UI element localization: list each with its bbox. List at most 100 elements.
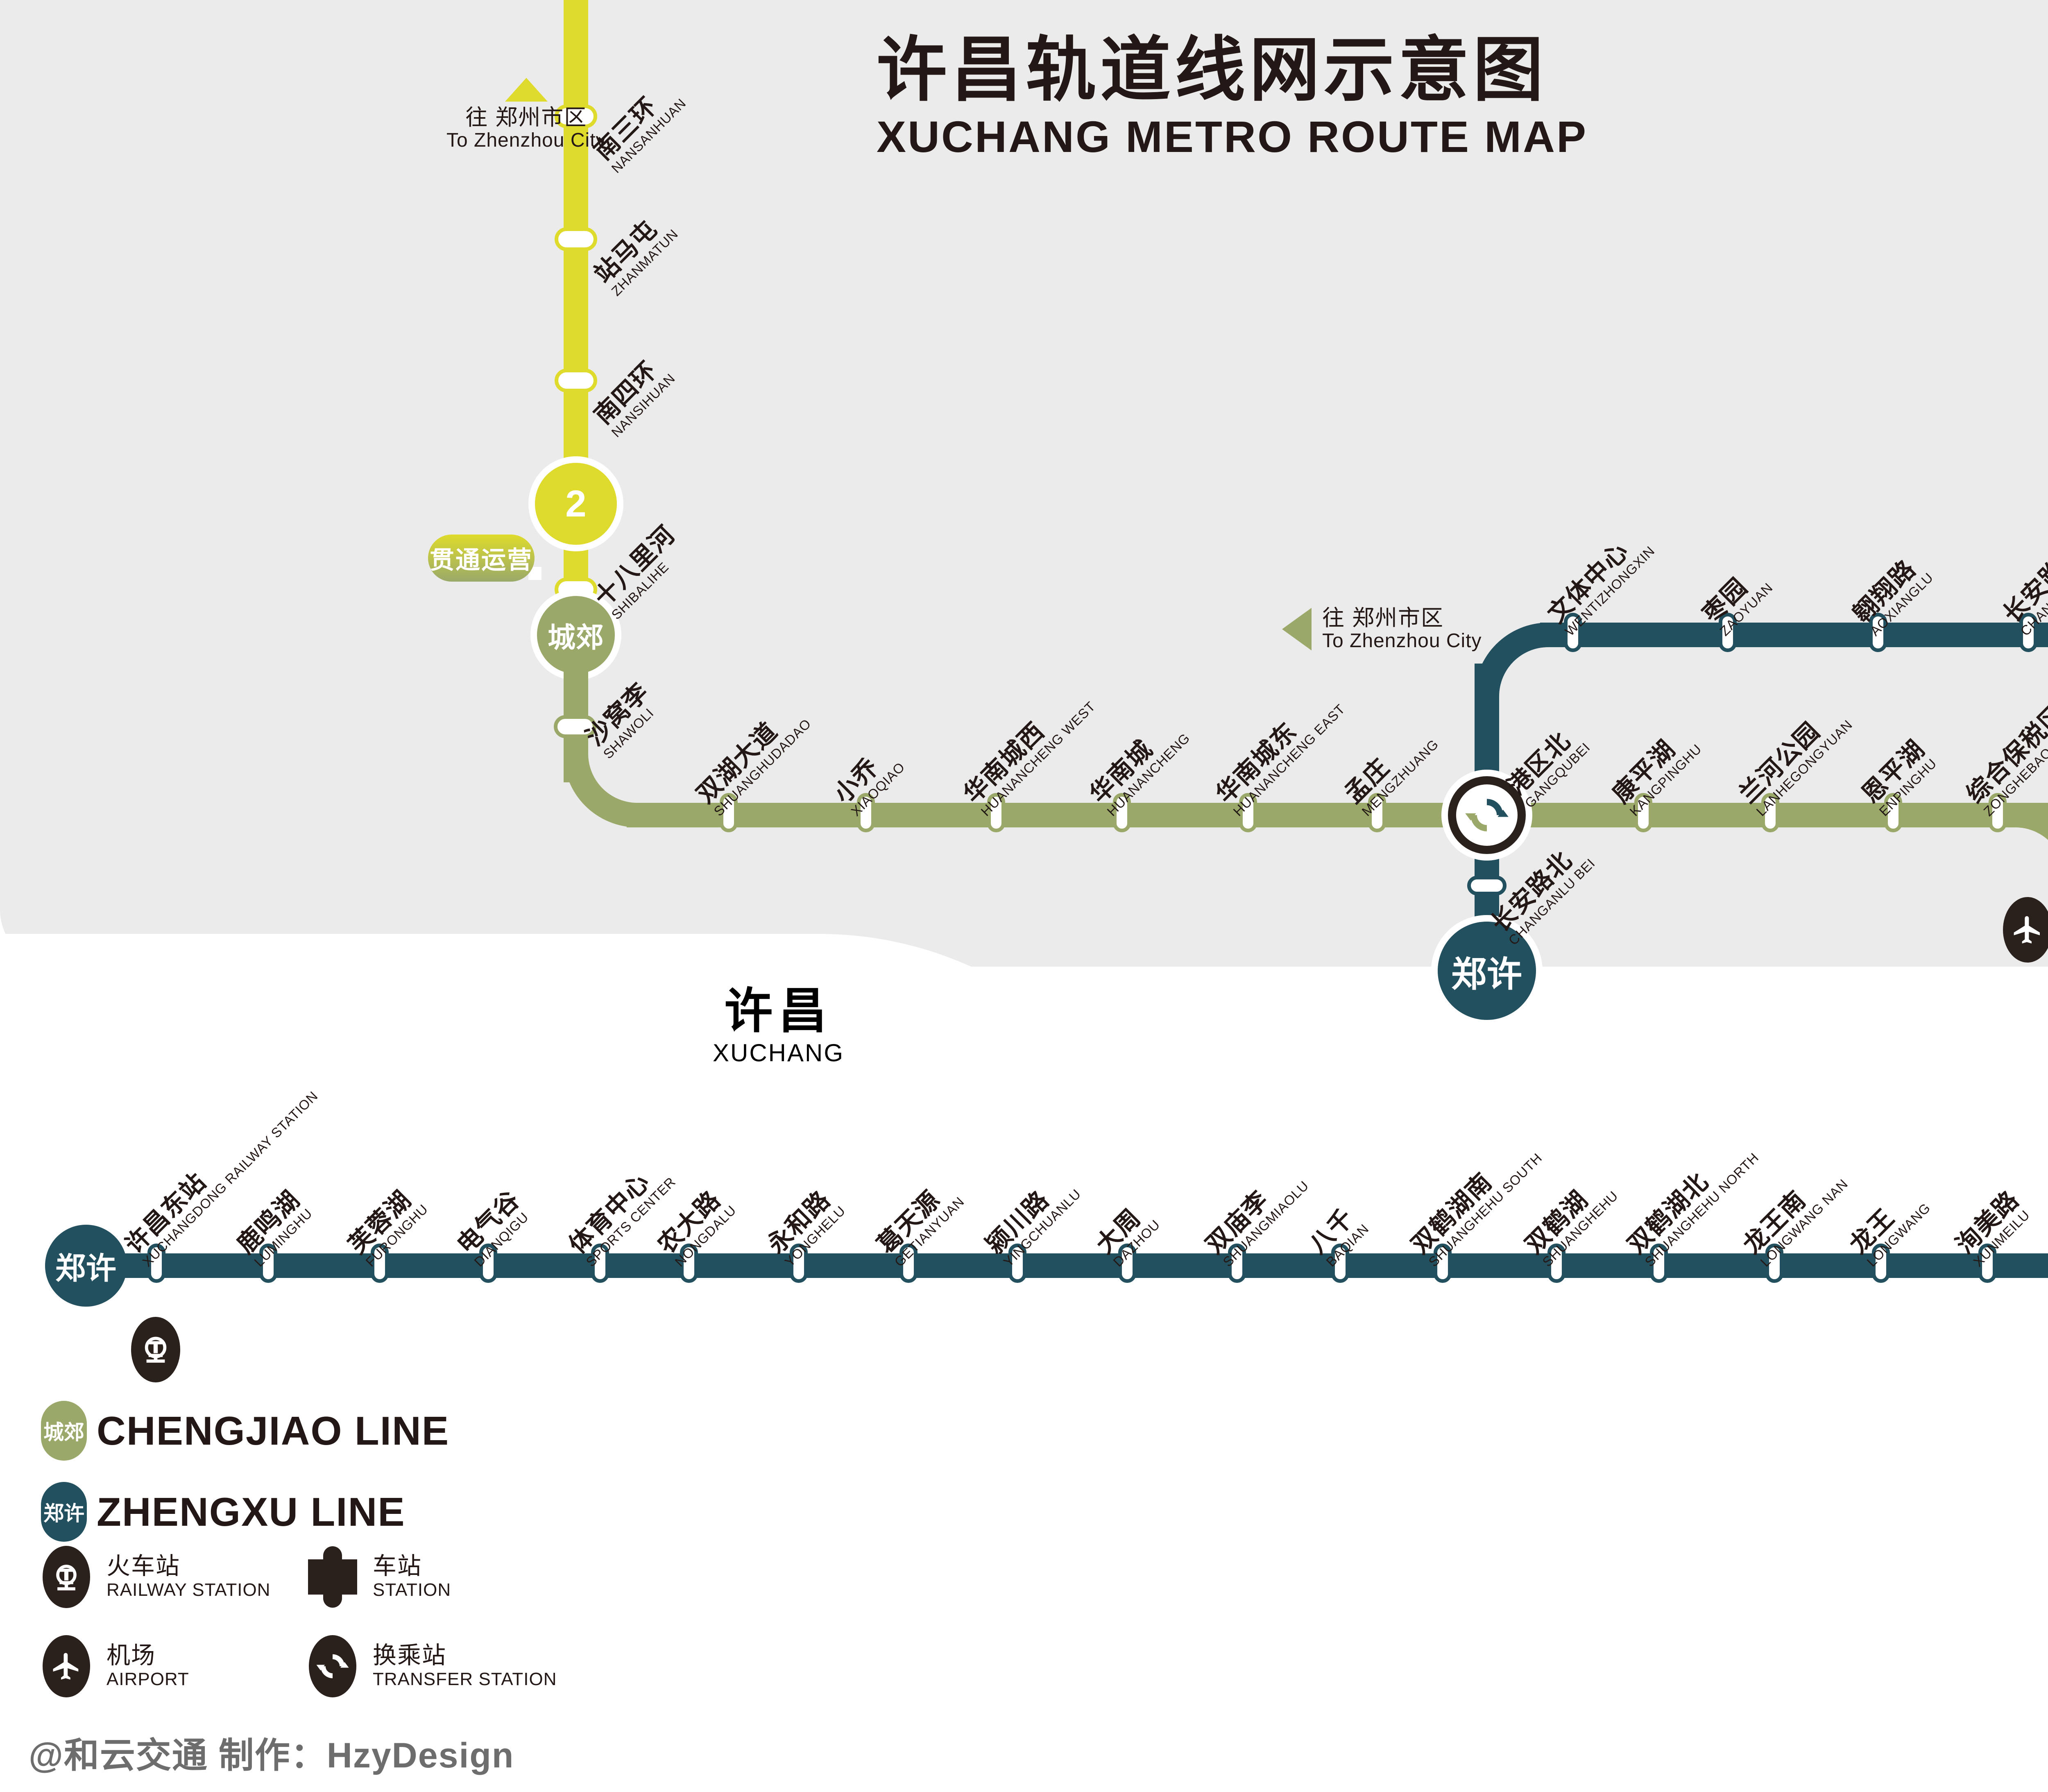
zhengxu-badge-west-terminus[interactable]: 郑许: [45, 1225, 127, 1307]
credit-line: @和云交通 制作：HzyDesign: [29, 1736, 514, 1775]
chengjiao-track-main-horizontal: [627, 803, 2048, 827]
station-marker-longwangnan[interactable]: [1765, 1244, 1783, 1283]
direction-left-cn: 往 郑州市区: [1322, 606, 1444, 630]
station-marker-enpinghu[interactable]: [1884, 793, 1902, 832]
station-marker-nansihuan[interactable]: [555, 369, 597, 392]
page-title: 许昌轨道线网示意图 XUCHANG METRO ROUTE MAP: [877, 35, 1588, 162]
station-marker-furonghu[interactable]: [371, 1244, 389, 1283]
station-marker-shuangmiaolu[interactable]: [1228, 1244, 1246, 1283]
legend-text-station: 车站 STATION: [373, 1554, 451, 1599]
direction-up-cn: 往 郑州市区: [465, 105, 587, 130]
legend-text-railway-station: 火车站 RAILWAY STATION: [106, 1554, 270, 1599]
legend-railway-cn: 火车站: [106, 1553, 181, 1580]
region-xuchang-en: XUCHANG: [713, 1039, 845, 1067]
label-cn: 双鹤湖北: [1622, 1167, 1714, 1259]
label-cn: 双鹤湖南: [1406, 1167, 1497, 1259]
station-marker-shawoli[interactable]: [554, 715, 596, 738]
legend-item-railway-station: 火车站 RAILWAY STATION: [41, 1544, 307, 1610]
station-marker-huanancheng[interactable]: [1113, 793, 1131, 832]
station-marker-xuchangdong[interactable]: [147, 1244, 165, 1283]
station-marker-xiaoqiao[interactable]: [857, 793, 875, 832]
legend-badge-chengjiao-label: 城郊: [43, 1421, 84, 1444]
station-marker-yingchuanlu[interactable]: [1008, 1244, 1026, 1283]
legend-badge-zhengxu: 郑许: [41, 1482, 87, 1542]
chengjiao-corner-ne: [2015, 803, 2048, 881]
station-marker-sportscenter[interactable]: [591, 1244, 609, 1283]
railway-station-icon: [41, 1544, 92, 1610]
station-marker-zaoyuan[interactable]: [1719, 613, 1737, 652]
direction-up-en: To Zhenzhou City: [446, 129, 606, 152]
station-marker-nansanhuan[interactable]: [555, 104, 597, 128]
station-marker-kangpinghu[interactable]: [1634, 793, 1652, 832]
legend-badge-chengjiao: 城郊: [41, 1401, 87, 1461]
station-marker-nongdalu[interactable]: [680, 1244, 698, 1283]
station-marker-aoxianglu[interactable]: [1869, 613, 1887, 652]
chengjiao-badge-north[interactable]: 城郊: [537, 596, 615, 674]
title-chinese: 许昌轨道线网示意图: [877, 31, 1547, 109]
station-label-shuangmiaolu: 双庙李 SHUANGMIAOLU: [1201, 1160, 1312, 1269]
station-marker-getianyuan[interactable]: [899, 1244, 918, 1283]
transfer-arrows-icon: [1465, 799, 1509, 831]
direction-arrow-to-zhengzhou-left: 往 郑州市区 To Zhenzhou City: [1282, 606, 1482, 652]
station-marker-baqian[interactable]: [1331, 1244, 1349, 1283]
station-marker-changanlubei[interactable]: [1467, 876, 1507, 895]
station-marker-mengzhuang[interactable]: [1368, 793, 1386, 832]
transfer-station-icon: [307, 1633, 358, 1699]
legend-symbols: 火车站 RAILWAY STATION 车站 STATION: [41, 1544, 573, 1723]
title-english: XUCHANG METRO ROUTE MAP: [877, 112, 1588, 161]
station-marker-lanhegongyuan[interactable]: [1761, 793, 1779, 832]
station-marker-zhanmatun[interactable]: [555, 227, 597, 251]
zhengxu-badge-west-label: 郑许: [55, 1251, 117, 1285]
station-marker-huananchengwest[interactable]: [987, 793, 1005, 832]
through-operation-pill: 贯通运营: [428, 535, 535, 582]
station-marker-wentizhongxin[interactable]: [1564, 613, 1582, 652]
station-marker-shuanghudadao[interactable]: [720, 793, 738, 832]
triangle-left-icon: [1282, 608, 1312, 651]
station-label-longwangnan: 龙王南 LONGWANG NAN: [1738, 1158, 1851, 1269]
legend-airport-cn: 机场: [106, 1642, 156, 1669]
station-marker-yonghelu[interactable]: [790, 1244, 808, 1283]
xuchang-white-area: [0, 934, 1188, 1792]
airport-icon: [41, 1633, 92, 1699]
zhengxu-track-top-horizontal: [1540, 623, 2048, 647]
airport-icon: [2003, 897, 2048, 963]
legend-airport-en: AIRPORT: [106, 1669, 189, 1690]
station-marker-shuanghehu[interactable]: [1547, 1244, 1565, 1283]
triangle-up-icon: [505, 78, 548, 102]
direction-arrow-to-zhengzhou-up: 往 郑州市区 To Zhenzhou City: [446, 78, 606, 152]
station-marker-longwang[interactable]: [1872, 1244, 1890, 1283]
railway-station-icon: [131, 1317, 180, 1382]
station-marker-shuanghehunorth[interactable]: [1650, 1244, 1668, 1283]
zhengxu-badge-center[interactable]: 郑许: [1438, 922, 1536, 1020]
station-icon: [307, 1544, 358, 1610]
legend-badge-zhengxu-label: 郑许: [43, 1502, 84, 1525]
direction-left-text: 往 郑州市区 To Zhenzhou City: [1322, 606, 1482, 652]
station-marker-dazhou[interactable]: [1118, 1244, 1136, 1283]
legend-transfer-en: TRANSFER STATION: [373, 1669, 557, 1690]
region-xuchang-cn: 许昌: [724, 984, 833, 1038]
station-marker-zonghebaoshuiqu[interactable]: [1989, 793, 2007, 832]
zhengxu-track-bottom-horizontal: [98, 1253, 2048, 1278]
chengjiao-badge-north-label: 城郊: [547, 622, 604, 653]
station-marker-shuanghehusouth[interactable]: [1434, 1244, 1452, 1283]
legend-item-airport: 机场 AIRPORT: [41, 1633, 307, 1699]
station-marker-changanlunan[interactable]: [2019, 613, 2037, 652]
legend-railway-en: RAILWAY STATION: [106, 1580, 271, 1600]
legend-item-station: 车站 STATION: [307, 1544, 573, 1610]
legend-transfer-cn: 换乘站: [373, 1642, 447, 1669]
station-label-shuanghehunorth: 双鹤湖北 SHUANGHEHU NORTH: [1622, 1131, 1762, 1269]
legend-item-transfer-station: 换乘站 TRANSFER STATION: [307, 1633, 573, 1699]
region-label-xuchang: 许昌 XUCHANG: [713, 987, 844, 1067]
station-marker-luminghu[interactable]: [259, 1244, 277, 1283]
station-label-shuanghehusouth: 双鹤湖南 SHUANGHEHU SOUTH: [1406, 1132, 1545, 1270]
line2-badge[interactable]: 2: [535, 463, 617, 545]
zhengxu-badge-center-label: 郑许: [1451, 954, 1522, 994]
legend-symbol-row-1: 火车站 RAILWAY STATION 车站 STATION: [41, 1544, 573, 1633]
legend-text-transfer-station: 换乘站 TRANSFER STATION: [373, 1643, 557, 1689]
station-marker-dianqigu[interactable]: [479, 1244, 497, 1283]
legend-station-cn: 车站: [373, 1553, 422, 1580]
station-marker-huananchengeast[interactable]: [1239, 793, 1257, 832]
direction-up-text: 往 郑州市区 To Zhenzhou City: [446, 105, 606, 152]
station-marker-xunmeilu[interactable]: [1978, 1244, 1996, 1283]
